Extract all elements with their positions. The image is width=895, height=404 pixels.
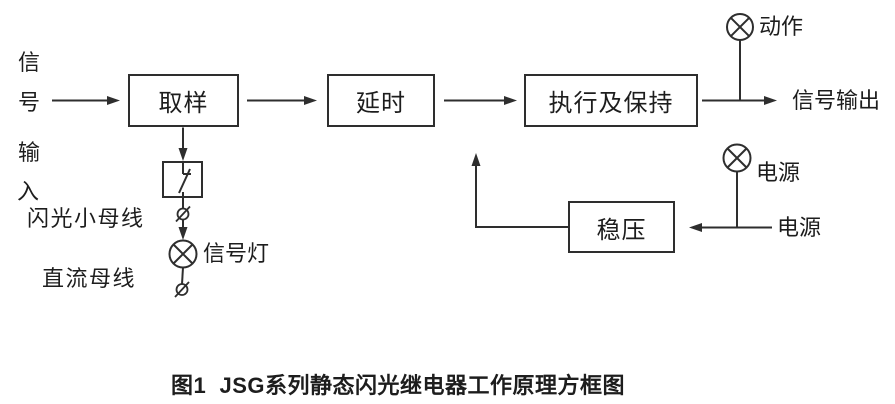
signal-lamp-label: 信号灯 (203, 241, 270, 266)
figure-caption: 图1 JSG系列静态闪光继电器工作原理方框图 (171, 373, 625, 398)
power-input-arrow (689, 223, 772, 232)
signal-input-char-2: 号 (17, 90, 40, 115)
box-execute-hold: 执行及保持 (524, 74, 698, 127)
action-lamp-label: 动作 (759, 14, 804, 39)
signal-lamp-icon (168, 239, 198, 285)
arrow-sampling-to-delay (247, 96, 317, 105)
power-source-label: 电源 (777, 215, 822, 240)
sampling-down-arrow (178, 127, 188, 161)
box-sampling: 取样 (128, 74, 239, 127)
arrow-to-signal-lamp (178, 219, 188, 240)
flash-bus-label: 闪光小母线 (27, 206, 145, 231)
power-lamp-label: 电源 (756, 160, 801, 185)
action-lamp-icon (726, 13, 754, 101)
box-delay: 延时 (327, 74, 435, 127)
switch-icon (162, 161, 203, 209)
signal-input-arrow (52, 96, 120, 105)
signal-input-char-3: 输 (17, 140, 40, 165)
arrow-delay-to-execute (444, 96, 517, 105)
terminal-bottom-icon (174, 281, 190, 298)
signal-output-arrow (702, 96, 777, 105)
power-lamp-icon (722, 143, 752, 228)
box-voltage-regulator: 稳压 (568, 201, 675, 253)
dc-bus-label: 直流母线 (42, 266, 137, 291)
feedback-arrow (471, 153, 568, 228)
signal-output-label: 信号输出 (792, 88, 881, 113)
signal-input-char-4: 入 (16, 179, 39, 204)
signal-input-char-1: 信 (17, 50, 40, 75)
terminal-top-icon (175, 205, 191, 223)
